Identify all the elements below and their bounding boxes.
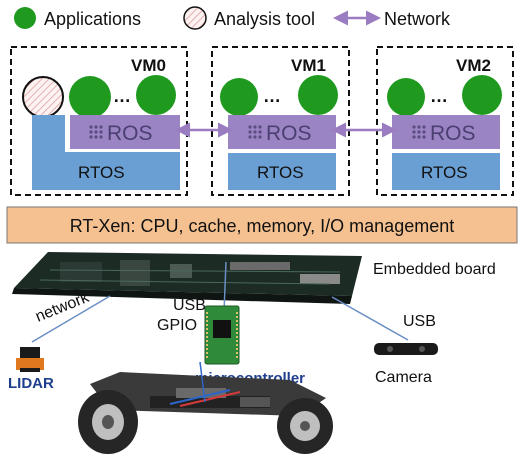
vm0-ellipsis: …	[113, 86, 131, 106]
vm2-rtos-block	[392, 153, 500, 190]
vm2-rtos-label: RTOS	[421, 163, 468, 182]
vm1-ros-label: ROS	[266, 122, 312, 145]
vm2-ros-block	[392, 115, 500, 149]
embedded-board-label: Embedded board	[373, 261, 496, 278]
vm0-rtos-label: RTOS	[78, 163, 125, 182]
usb-label-left: USB	[173, 297, 206, 314]
vm2-title: VM2	[456, 56, 491, 75]
vm1-app-icon	[220, 78, 258, 116]
legend-network-label: Network	[384, 9, 451, 29]
legend-applications-label: Applications	[44, 9, 141, 29]
microcontroller-image	[204, 305, 240, 365]
vm1-app-icon-2	[298, 75, 338, 115]
legend-analysis-tool-label: Analysis tool	[214, 9, 315, 29]
vm2-boundary	[376, 46, 514, 196]
vm0-app-icon	[69, 76, 111, 118]
vm1-title: VM1	[291, 56, 326, 75]
vm0-ros-logo-icon	[89, 125, 103, 139]
analysis-tool-legend-icon	[183, 6, 207, 30]
vm1-ros-block	[228, 115, 336, 149]
vm1-rtos-block	[228, 153, 336, 190]
camera-label: Camera	[375, 369, 432, 386]
usb-label-right: USB	[403, 313, 436, 330]
vm1: VM1 … ROS RTOS	[211, 46, 350, 196]
hypervisor-bar	[6, 206, 518, 244]
network-cable	[31, 295, 111, 343]
vm2: VM2 … ROS RTOS	[376, 46, 514, 196]
vm1-boundary	[211, 46, 350, 196]
lidar-image	[16, 347, 44, 372]
usb-gpio-cable	[223, 261, 227, 313]
lidar-label: LIDAR	[8, 375, 54, 392]
vm2-ros-logo-icon	[412, 125, 426, 139]
vm0-ros-block	[70, 115, 180, 149]
vm0: VM0 … RTOS ROS	[10, 46, 188, 196]
vm0-boundary	[10, 46, 188, 196]
vm0-app-icon-2	[136, 75, 176, 115]
vm1-ros-logo-icon	[248, 125, 262, 139]
legend: Applications Analysis tool Network	[14, 6, 451, 30]
vm2-ros-label: ROS	[430, 122, 476, 145]
vm2-app-icon	[387, 78, 425, 116]
vm2-app-icon-2	[462, 75, 502, 115]
embedded-board-image	[12, 252, 362, 304]
camera-image	[374, 343, 438, 355]
usb-camera-cable	[331, 296, 409, 341]
analysis-tool-icon	[22, 76, 64, 118]
hypervisor-label: RT-Xen: CPU, cache, memory, I/O manageme…	[70, 216, 454, 236]
vm0-ros-label: ROS	[107, 122, 153, 145]
vehicle-chassis-image	[78, 361, 333, 454]
vm1-ellipsis: …	[263, 86, 281, 106]
vm0-title: VM0	[131, 56, 166, 75]
vm0-rtos-block	[32, 115, 180, 190]
applications-legend-icon	[14, 7, 36, 29]
gpio-label: GPIO	[157, 317, 197, 334]
vm2-ellipsis: …	[430, 86, 448, 106]
vm1-rtos-label: RTOS	[257, 163, 304, 182]
